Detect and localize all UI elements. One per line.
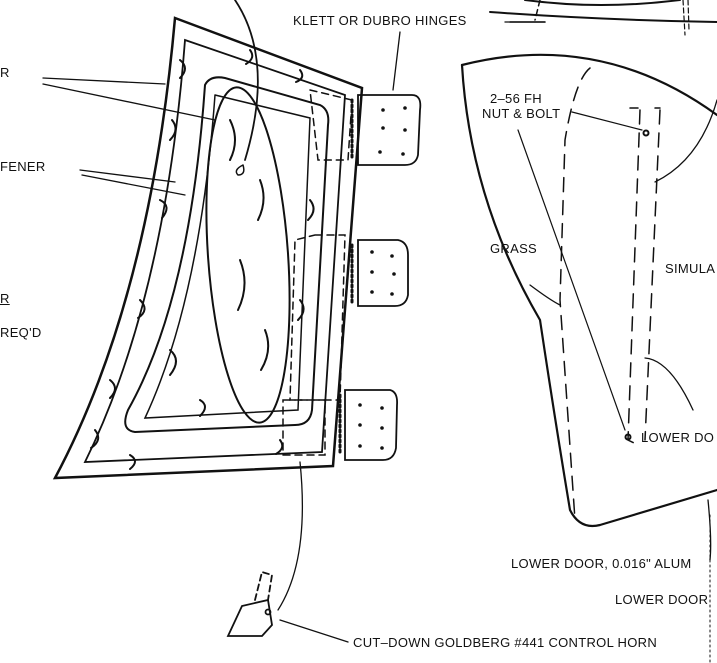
lower-do-label: LOWER DO bbox=[641, 430, 715, 445]
grass-label: GRASS bbox=[490, 241, 538, 256]
control-horn-label: CUT–DOWN GOLDBERG #441 CONTROL HORN bbox=[353, 635, 658, 650]
hinges bbox=[338, 94, 422, 461]
left-label-r-underlined: R bbox=[0, 291, 10, 306]
lower-door-piece bbox=[460, 53, 717, 663]
left-label-r: R bbox=[0, 65, 10, 80]
control-horn bbox=[226, 461, 349, 643]
simula-label: SIMULA bbox=[665, 261, 716, 276]
fh-label-line2: NUT & BOLT bbox=[482, 106, 561, 121]
top-partial-outline bbox=[489, 0, 717, 36]
left-label-reqd: REQ'D bbox=[0, 325, 42, 340]
lower-door-label: LOWER DOOR bbox=[615, 592, 709, 607]
hinges-label: KLETT OR DUBRO HINGES bbox=[293, 13, 467, 28]
left-label-stiffener: FENER bbox=[0, 159, 46, 174]
fh-label-line1: 2–56 FH bbox=[490, 91, 542, 106]
lower-door-alum-label: LOWER DOOR, 0.016" ALUM bbox=[511, 556, 692, 571]
stabilizer-panel bbox=[52, 0, 364, 480]
leader-lines bbox=[42, 21, 546, 196]
